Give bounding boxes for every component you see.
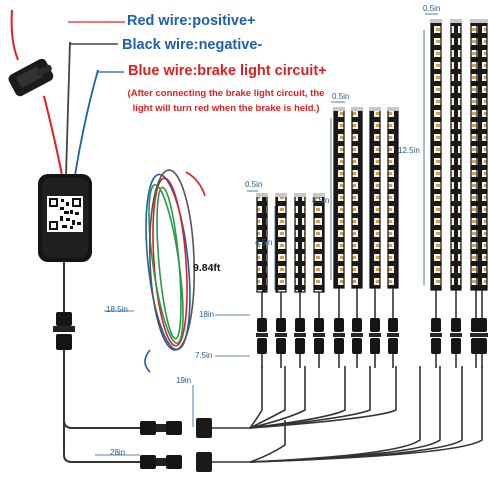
connector-icon [370,338,380,354]
strip-end-cap [275,193,287,197]
led-strip-icon [275,195,287,293]
connector-collar [256,333,268,337]
connector-icon [477,338,487,354]
connector-icon [276,318,286,332]
dimension-lines [95,13,438,456]
strip-end-cap [476,19,488,23]
lead-7-5-label: 7.5in [195,351,213,360]
connector-icon [431,318,441,332]
connector-icon [477,318,487,332]
connector-icon [352,318,362,332]
led-strip-icon [430,21,442,291]
width-medium-label: 0.5in [332,92,350,101]
connector-icon [370,318,380,332]
lead-18-label: 18in [199,310,215,319]
connector-collar [275,333,287,337]
connector-collar [333,333,345,337]
led-strip-icon [450,21,462,291]
wire-coil-icon [144,169,206,373]
label-leaders [68,21,125,73]
connector-icon [295,338,305,354]
connector-collar [351,333,363,337]
connector-icon [314,338,324,354]
strip-end-cap [450,19,462,23]
connector-icon [257,338,267,354]
strip-small-label: 4.5in [255,238,273,247]
connector-collar [294,333,306,337]
fuse-holder-icon [8,58,54,97]
strip-medium-label: 8.5in [312,196,330,205]
strip-end-cap [294,193,306,197]
connector-collar [450,333,462,337]
led-strip-icon [333,109,345,289]
connector-collar [369,333,381,337]
black-wire-label: Black wire:negative- [122,37,263,53]
strip-end-cap [387,107,399,111]
brake-note: (After connecting the brake light circui… [127,88,325,114]
led-strip-icon [387,109,399,289]
connector-icon [388,338,398,354]
input-wires [10,9,99,176]
strip-large-label: 12.5in [398,146,420,155]
connector-collar [476,333,488,337]
connector-icon [431,338,441,354]
main-output-cable [63,262,140,463]
connector-icon [451,318,461,332]
width-small-label: 0.5in [245,180,263,189]
led-strip-icon [369,109,381,289]
connector-icon [314,318,324,332]
strip-end-cap [369,107,381,111]
hub-connectors [140,418,212,472]
led-strip-icon [476,21,488,291]
red-wire-label: Red wire:positive+ [127,13,256,29]
connector-icon [53,312,75,350]
qr-code-icon [47,196,83,232]
strip-end-cap [256,193,268,197]
connector-icon [451,338,461,354]
connector-icon [276,338,286,354]
connector-collar [430,333,442,337]
connector-collar [313,333,325,337]
connector-icon [388,318,398,332]
led-strip-icon [351,109,363,289]
strip-end-cap [351,107,363,111]
cable-length-label: 9.84ft [193,262,221,274]
connector-icon [352,338,362,354]
lead-18-5-label: 18.5in [106,305,128,314]
connector-icon [334,338,344,354]
strip-end-cap [313,193,325,197]
led-strip-icon [294,195,306,293]
connector-collar [387,333,399,337]
connector-icon [334,318,344,332]
lead-28-label: 28in [110,448,126,457]
width-large-label: 0.5in [423,4,441,13]
harness-wires [210,366,483,463]
strip-end-cap [430,19,442,23]
blue-wire-label: Blue wire:brake light circuit+ [128,63,327,79]
lead-19-label: 19in [176,376,192,385]
led-strip-group [256,19,488,368]
strip-end-cap [333,107,345,111]
connector-icon [295,318,305,332]
connector-icon [257,318,267,332]
led-strip-icon [313,195,325,293]
